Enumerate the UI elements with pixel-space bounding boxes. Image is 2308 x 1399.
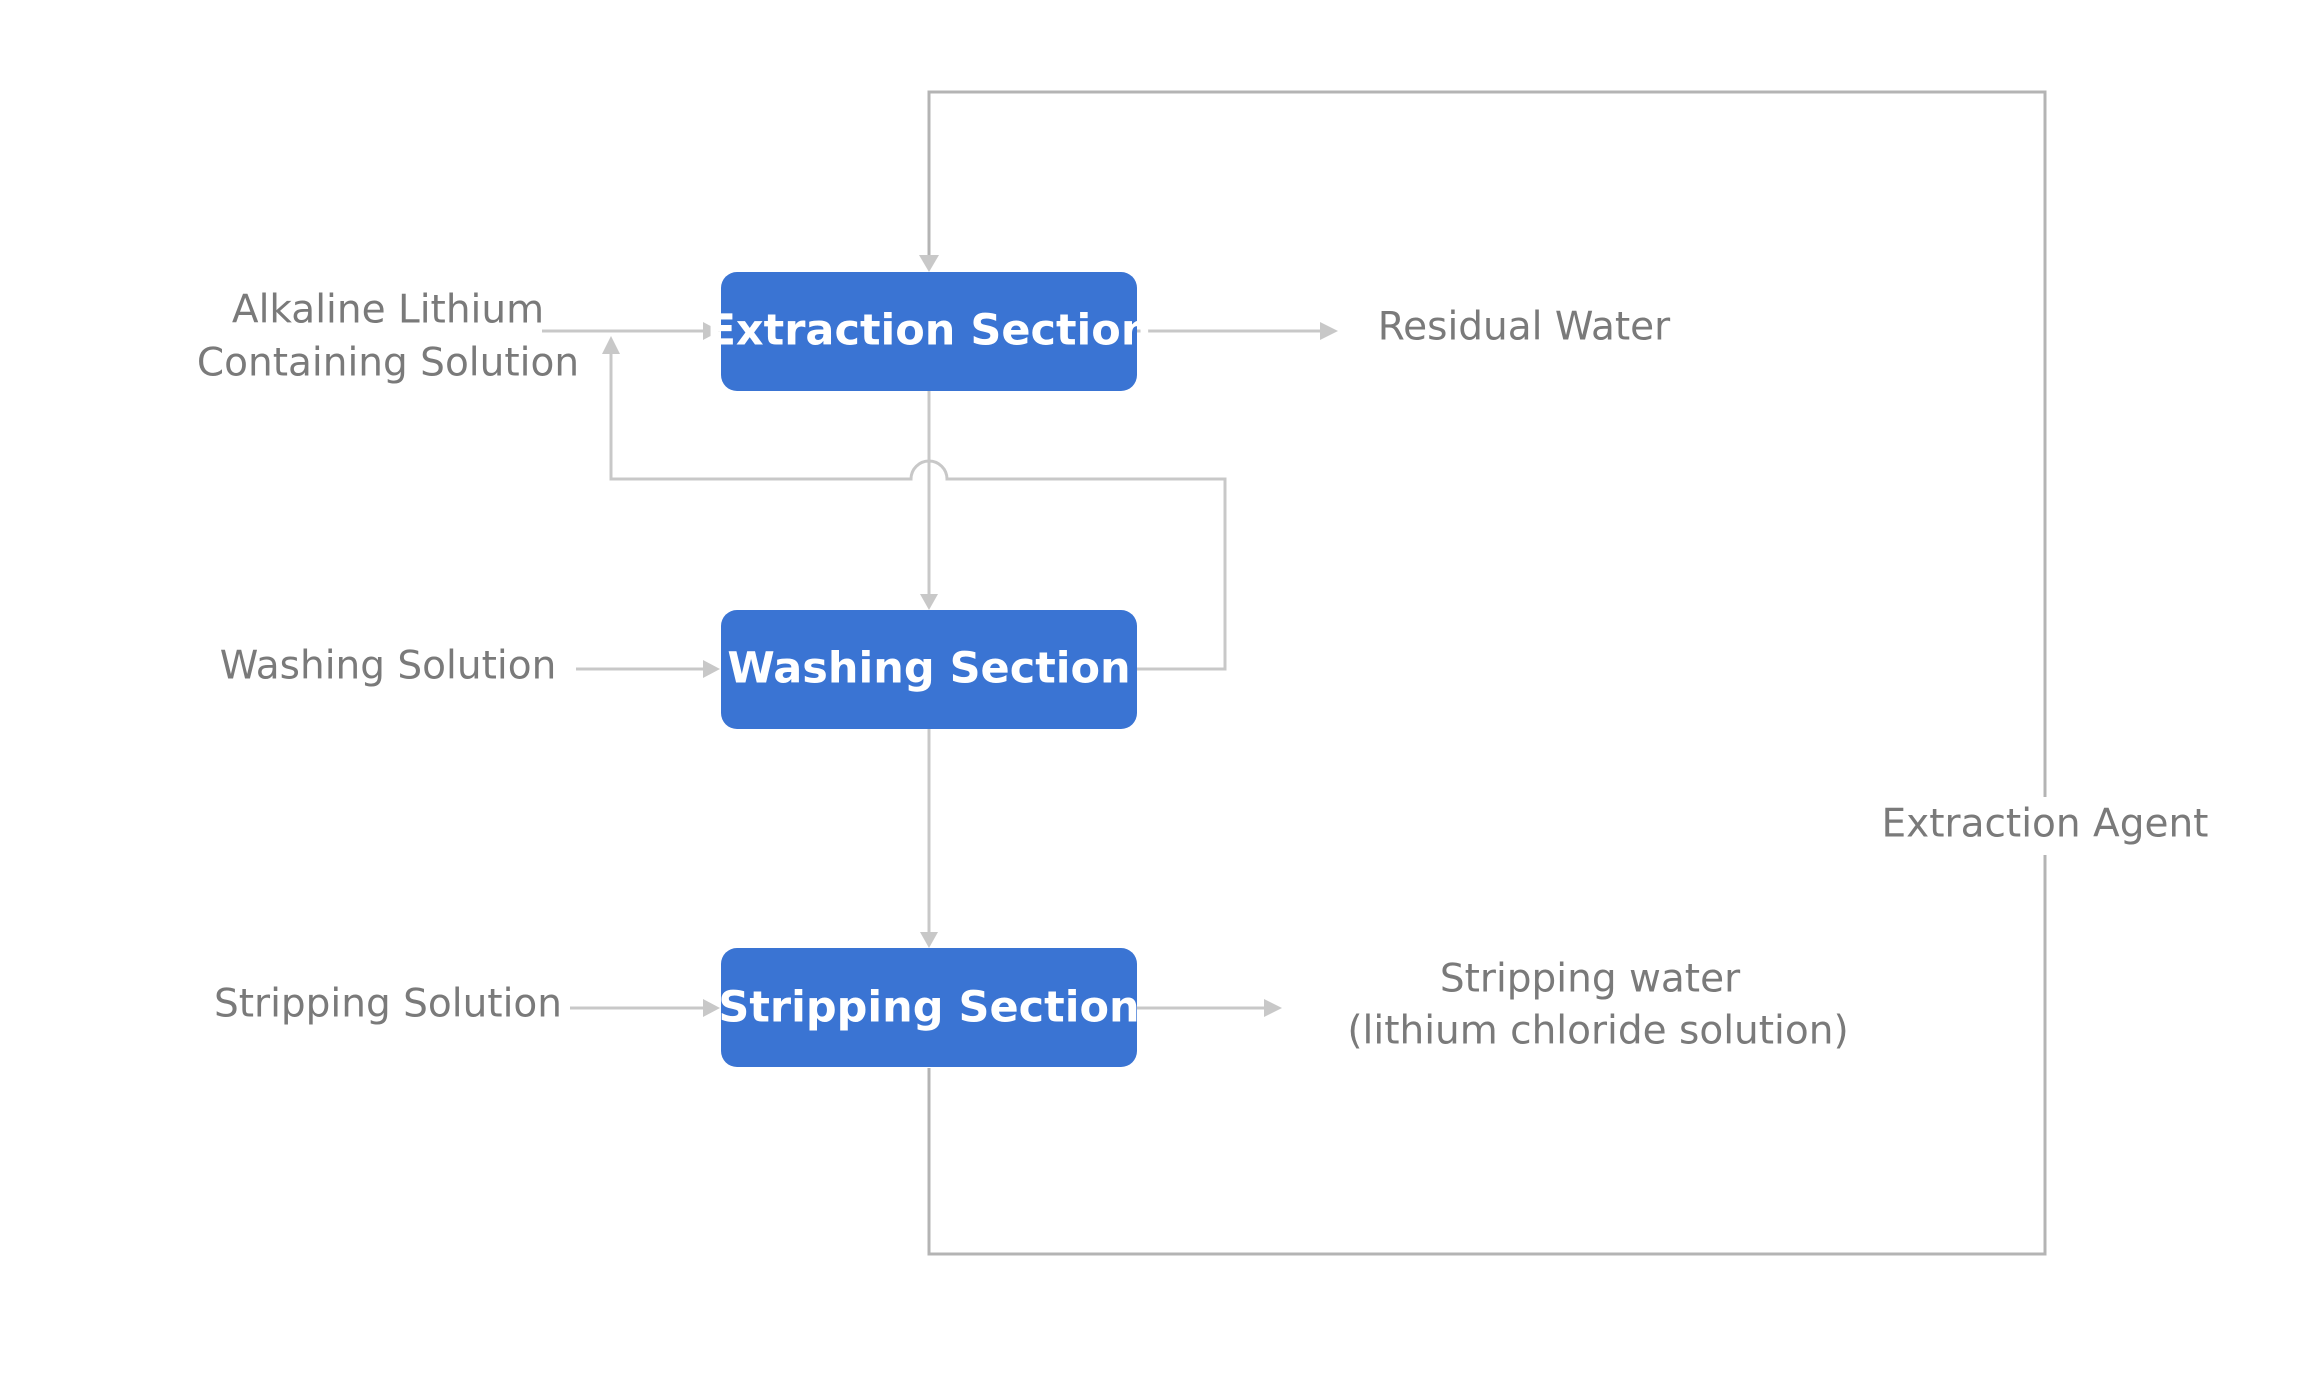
stripping-water-label-line1: Stripping water <box>1440 957 1741 1002</box>
washing-solution-label: Washing Solution <box>220 644 557 689</box>
extraction-agent-loop-line-upper <box>927 90 2047 797</box>
washing-recycle-connector <box>609 352 1227 671</box>
washing-solution-arrowhead <box>703 660 720 678</box>
alkaline-solution-label-line1: Alkaline Lithium <box>232 288 544 333</box>
extraction-section-node: Extraction Section <box>707 272 1152 391</box>
stripping-section-label: Stripping Section <box>718 983 1139 1033</box>
stripping-section-node: Stripping Section <box>718 948 1140 1067</box>
washing-recycle-arrowhead <box>602 336 620 354</box>
washing-to-stripping-arrowhead <box>920 932 938 948</box>
stripping-solution-label: Stripping Solution <box>214 982 562 1027</box>
extraction-agent-loop-line <box>927 855 2047 1256</box>
washing-section-label: Washing Section <box>727 644 1130 694</box>
stripping-water-arrowhead <box>1264 999 1282 1017</box>
residual-water-label: Residual Water <box>1378 305 1671 350</box>
alkaline-solution-label-line2: Containing Solution <box>197 341 579 386</box>
residual-water-arrowhead <box>1320 322 1338 340</box>
stripping-water-label-line2: (lithium chloride solution) <box>1347 1009 1848 1054</box>
extraction-to-washing-arrowhead <box>920 594 938 610</box>
stripping-solution-arrowhead <box>703 999 720 1017</box>
extraction-agent-return-arrowhead <box>919 255 939 272</box>
extraction-agent-label: Extraction Agent <box>1882 802 2209 847</box>
extraction-section-label: Extraction Section <box>707 306 1152 356</box>
washing-section-node: Washing Section <box>721 610 1137 729</box>
alkaline-feed-arrowhead <box>703 322 720 340</box>
